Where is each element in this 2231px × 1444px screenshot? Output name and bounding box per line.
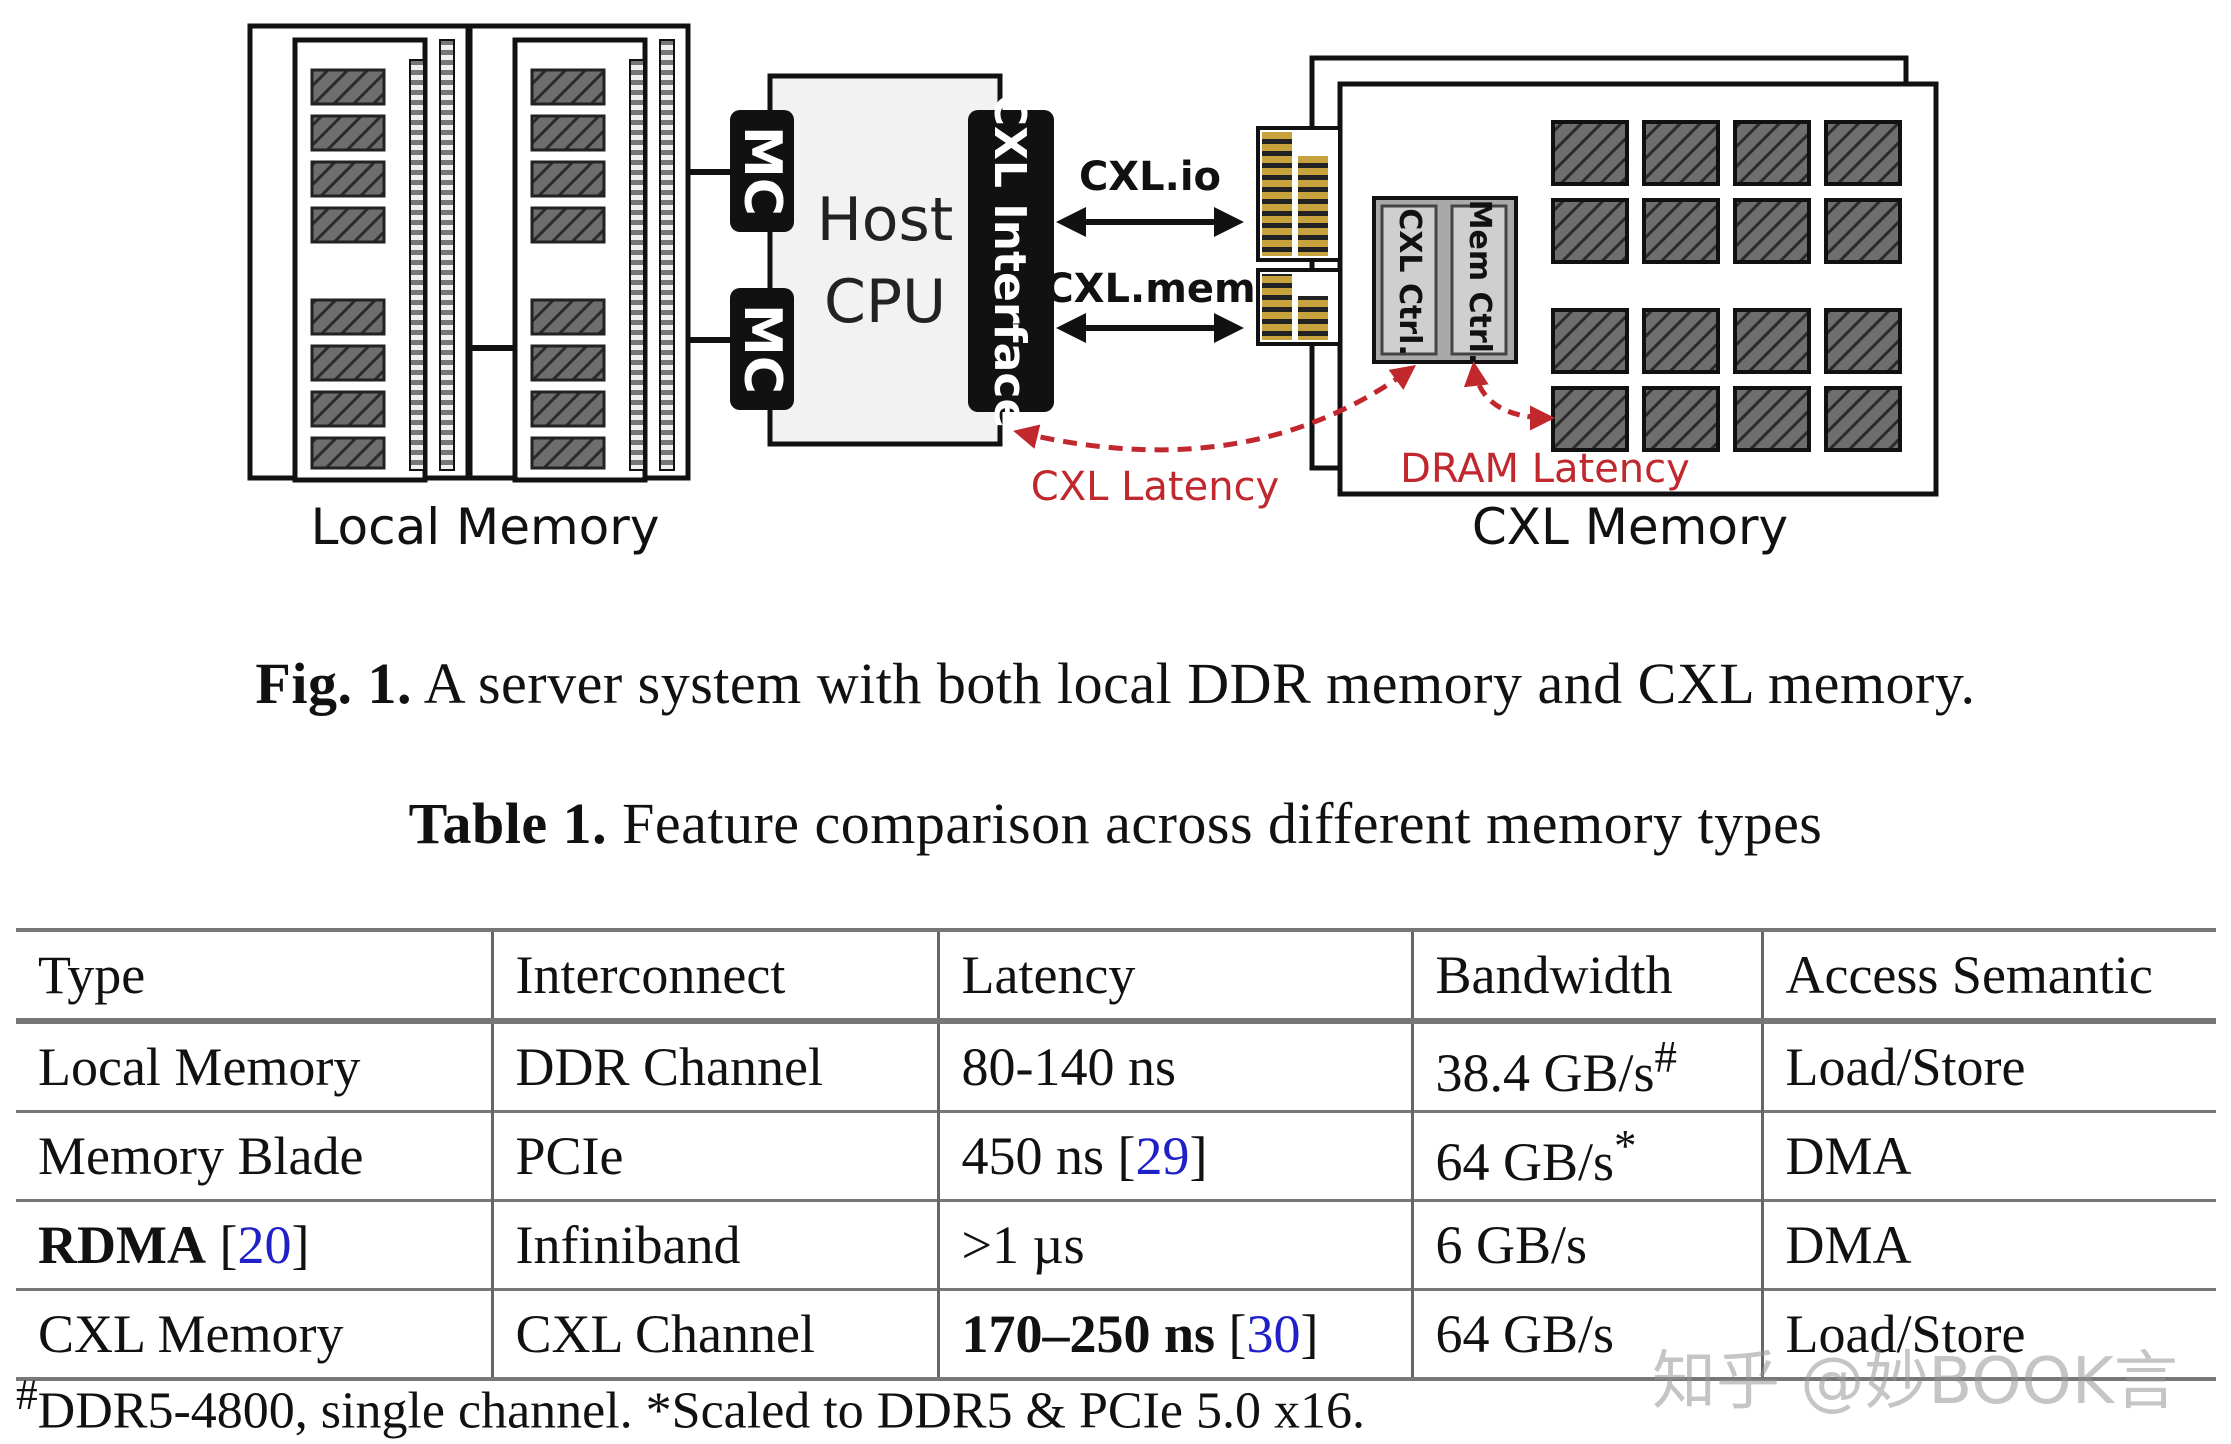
- server-diagram: Host CPU MC MC CXL Interface CXL.io CXL.…: [247, 23, 1939, 556]
- mc-label: MC: [732, 126, 792, 216]
- citation-link[interactable]: 20: [237, 1215, 292, 1275]
- cxl-interface-label: CXL Interface: [984, 94, 1035, 429]
- table-row: Memory Blade PCIe 450 ns [29] 64 GB/s* D…: [16, 1111, 2216, 1201]
- cell-bandwidth: 38.4 GB/s#: [1410, 1021, 1762, 1112]
- figure-1: Host CPU MC MC CXL Interface CXL.io CXL.…: [0, 0, 2231, 600]
- cell-type: CXL Memory: [38, 1304, 344, 1364]
- cxl-ctrl-label: CXL Ctrl.: [1392, 208, 1427, 356]
- latency-value: 170–250 ns: [961, 1304, 1216, 1364]
- cell-bandwidth: 64 GB/s*: [1410, 1111, 1762, 1201]
- cxl-memory-label: CXL Memory: [1472, 498, 1788, 556]
- mem-ctrl-label: Mem Ctrl.: [1462, 200, 1497, 365]
- footnote-mark: #: [1654, 1031, 1678, 1082]
- memory-controller-2: MC: [730, 288, 794, 410]
- latency-value: 450 ns: [961, 1126, 1118, 1186]
- header-type: Type: [38, 945, 146, 1005]
- table-caption: Table 1. Feature comparison across diffe…: [0, 790, 2231, 857]
- cell-interconnect: DDR Channel: [490, 1021, 938, 1112]
- cell-bandwidth: 6 GB/s: [1410, 1200, 1762, 1290]
- footnote-text: DDR5-4800, single channel. *Scaled to DD…: [37, 1382, 1365, 1440]
- dimm-module-2: [467, 23, 691, 483]
- footnote-mark: #: [16, 1371, 38, 1419]
- citation-link[interactable]: 30: [1246, 1304, 1301, 1364]
- dram-chips: [1551, 120, 1902, 452]
- header-interconnect: Interconnect: [490, 930, 938, 1021]
- host-cpu-label-line2: CPU: [824, 267, 946, 337]
- bandwidth-value: 38.4 GB/s: [1435, 1042, 1655, 1103]
- cell-interconnect: PCIe: [490, 1111, 938, 1201]
- cell-type: Local Memory: [38, 1037, 361, 1097]
- dram-latency-label: DRAM Latency: [1400, 446, 1690, 492]
- cell-type: Memory Blade: [38, 1126, 364, 1186]
- bandwidth-value: 64 GB/s: [1435, 1131, 1615, 1192]
- cell-interconnect: CXL Channel: [490, 1289, 938, 1379]
- cell-latency: >1 µs: [936, 1200, 1412, 1290]
- watermark: 知乎 @妙BOOK言: [1652, 1345, 2178, 1419]
- cxl-latency-label: CXL Latency: [1031, 464, 1279, 510]
- cxl-mem-label: CXL.mem: [1044, 266, 1255, 312]
- figure-caption-text: A server system with both local DDR memo…: [411, 651, 1976, 716]
- footnote-mark: *: [1614, 1120, 1637, 1171]
- table-caption-label: Table 1.: [408, 791, 608, 856]
- table-caption-text: Feature comparison across different memo…: [607, 791, 1823, 856]
- cxl-memory-card: CXL Ctrl. Mem Ctrl.: [1256, 55, 1939, 497]
- table-row: RDMA [20] Infiniband >1 µs 6 GB/s DMA: [16, 1200, 2216, 1290]
- figure-caption: Fig. 1. A server system with both local …: [0, 650, 2231, 717]
- dimm-module-1: [247, 23, 471, 483]
- cell-latency: 80-140 ns: [936, 1021, 1412, 1112]
- cell-bandwidth: 64 GB/s: [1410, 1289, 1762, 1379]
- cell-access: Load/Store: [1760, 1289, 2216, 1379]
- cxl-io-label: CXL.io: [1079, 154, 1221, 200]
- cxl-latency-arrow: [1013, 365, 1417, 453]
- table-row: CXL Memory CXL Channel 170–250 ns [30] 6…: [16, 1289, 2216, 1379]
- dram-latency-arrow: [1463, 361, 1555, 431]
- host-cpu: Host CPU: [767, 73, 1003, 447]
- cell-latency: 170–250 ns [30]: [936, 1289, 1412, 1379]
- cell-access: DMA: [1760, 1111, 2216, 1201]
- memory-controller-1: MC: [730, 110, 794, 232]
- figure-caption-label: Fig. 1.: [255, 651, 412, 716]
- header-access-semantic: Access Semantic: [1760, 930, 2216, 1021]
- header-latency: Latency: [936, 930, 1412, 1021]
- header-bandwidth: Bandwidth: [1410, 930, 1762, 1021]
- type-value: RDMA: [38, 1215, 206, 1275]
- local-memory-label: Local Memory: [311, 498, 660, 556]
- table-footnote: #DDR5-4800, single channel. *Scaled to D…: [16, 1370, 1365, 1440]
- comparison-table: Type Interconnect Latency Bandwidth Acce…: [16, 928, 2216, 1381]
- cell-access: Load/Store: [1760, 1021, 2216, 1112]
- cell-type: RDMA [20]: [38, 1215, 310, 1275]
- table-header-row: Type Interconnect Latency Bandwidth Acce…: [16, 930, 2216, 1021]
- cell-latency: 450 ns [29]: [936, 1111, 1412, 1201]
- cxl-interface: CXL Interface: [968, 94, 1054, 429]
- citation-link[interactable]: 29: [1135, 1126, 1190, 1186]
- host-cpu-label-line1: Host: [817, 185, 954, 255]
- cell-interconnect: Infiniband: [490, 1200, 938, 1290]
- mc-label: MC: [732, 304, 792, 394]
- cell-access: DMA: [1760, 1200, 2216, 1290]
- table-row: Local Memory DDR Channel 80-140 ns 38.4 …: [16, 1021, 2216, 1112]
